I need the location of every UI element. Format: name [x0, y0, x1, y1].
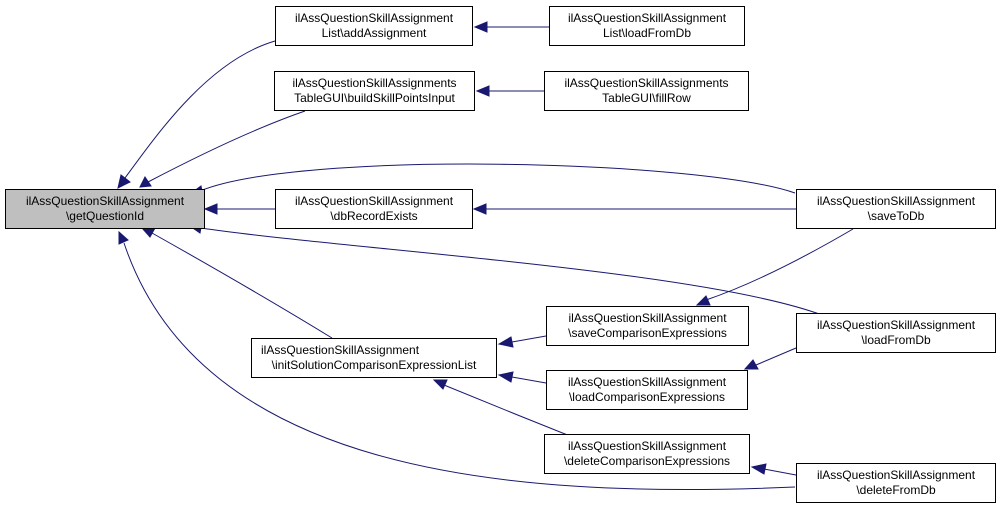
node-label-line1: ilAssQuestionSkillAssignment: [294, 11, 454, 25]
node-save-to-db[interactable]: ilAssQuestionSkillAssignment \saveToDb: [796, 189, 996, 229]
edge-arrowhead: [497, 336, 514, 348]
node-label-line1: ilAssQuestionSkillAssignment: [294, 194, 454, 208]
node-delete-comparison-expressions[interactable]: ilAssQuestionSkillAssignment \deleteComp…: [544, 434, 750, 474]
edge-save-comparison-expressions-to-init-solution-list: [511, 335, 547, 343]
node-load-from-db[interactable]: ilAssQuestionSkillAssignment \loadFromDb: [796, 313, 996, 353]
edge-arrowhead: [203, 203, 218, 215]
edge-init-solution-list-to-get-question-id: [151, 232, 333, 339]
edge-arrowhead: [472, 203, 487, 215]
edge-build-skill-points-input-to-get-question-id: [147, 110, 306, 183]
edge-delete-from-db-to-get-question-id: [123, 242, 796, 491]
node-label-line1: ilAssQuestionSkillAssignment: [816, 194, 976, 208]
edge-arrowhead: [117, 174, 131, 189]
node-load-comparison-expressions[interactable]: ilAssQuestionSkillAssignment \loadCompar…: [546, 370, 748, 410]
node-db-record-exists[interactable]: ilAssQuestionSkillAssignment \dbRecordEx…: [275, 189, 473, 229]
node-get-question-id: ilAssQuestionSkillAssignment \getQuestio…: [5, 189, 205, 229]
node-build-skill-points-input[interactable]: ilAssQuestionSkillAssignments TableGUI\b…: [274, 71, 475, 111]
node-label-line2: \deleteComparisonExpressions: [563, 454, 731, 468]
node-label-line2: TableGUI\fillRow: [602, 91, 691, 105]
node-list-load-from-db[interactable]: ilAssQuestionSkillAssignment List\loadFr…: [549, 6, 745, 46]
edge-delete-from-db-to-delete-comparison-expressions: [763, 468, 797, 476]
edge-save-to-db-to-get-question-id: [199, 163, 796, 194]
node-save-comparison-expressions[interactable]: ilAssQuestionSkillAssignment \saveCompar…: [546, 306, 749, 346]
edge-arrowhead: [750, 463, 767, 475]
edge-arrowhead: [743, 359, 759, 370]
node-label-line1: ilAssQuestionSkillAssignment: [816, 468, 976, 482]
edge-load-comparison-expressions-to-init-solution-list: [511, 376, 547, 384]
edge-arrowhead: [118, 230, 129, 245]
edge-arrowhead: [139, 176, 152, 188]
node-label-line2: \saveComparisonExpressions: [568, 326, 727, 340]
node-label-line1: ilAssQuestionSkillAssignment: [567, 375, 727, 389]
node-label-line2: List\addAssignment: [321, 26, 427, 40]
node-fill-row[interactable]: ilAssQuestionSkillAssignments TableGUI\f…: [544, 71, 749, 111]
node-label-line1: ilAssQuestionSkillAssignment: [261, 343, 420, 357]
edge-arrowhead: [432, 379, 448, 390]
node-label-line2: \saveToDb: [867, 209, 925, 223]
node-label-line2: \loadComparisonExpressions: [568, 390, 726, 404]
edge-load-from-db-to-load-comparison-expressions: [755, 347, 797, 366]
node-label-line2: TableGUI\buildSkillPointsInput: [294, 91, 455, 105]
node-label-line2: \getQuestionId: [65, 209, 145, 223]
node-label-line2: \loadFromDb: [861, 333, 931, 347]
node-label-line2: List\loadFromDb: [602, 26, 692, 40]
edge-arrowhead: [695, 295, 711, 306]
node-label-line1: ilAssQuestionSkillAssignments: [292, 76, 457, 90]
node-label-line1: ilAssQuestionSkillAssignments: [564, 76, 729, 90]
edge-delete-comparison-expressions-to-init-solution-list: [443, 384, 571, 437]
node-label-line1: ilAssQuestionSkillAssignment: [816, 318, 976, 332]
node-label-line1: ilAssQuestionSkillAssignment: [567, 439, 727, 453]
edge-arrowhead: [497, 371, 514, 383]
edge-arrowhead: [473, 21, 488, 33]
edge-arrowhead: [140, 227, 156, 238]
node-label-line1: ilAssQuestionSkillAssignment: [25, 194, 185, 208]
node-label-line2: \initSolutionComparisonExpressionList: [271, 358, 477, 372]
node-label-line2: \dbRecordExists: [330, 209, 418, 223]
edge-save-to-db-to-save-comparison-expressions: [705, 228, 854, 301]
node-add-assignment[interactable]: ilAssQuestionSkillAssignment List\addAss…: [275, 6, 473, 46]
node-label-line1: ilAssQuestionSkillAssignment: [567, 11, 727, 25]
node-init-solution-comparison-expression-list[interactable]: ilAssQuestionSkillAssignment \initSoluti…: [251, 338, 497, 378]
node-delete-from-db[interactable]: ilAssQuestionSkillAssignment \deleteFrom…: [796, 463, 996, 503]
edge-load-from-db-to-get-question-id: [200, 227, 823, 316]
edge-arrowhead: [475, 85, 490, 97]
node-label-line2: \deleteFromDb: [856, 483, 936, 497]
edge-add-assignment-to-get-question-id: [124, 40, 276, 179]
node-label-line1: ilAssQuestionSkillAssignment: [568, 311, 727, 325]
